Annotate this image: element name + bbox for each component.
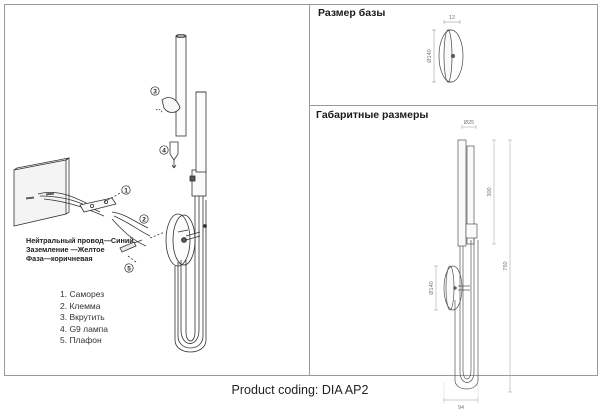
hand-screw-in	[161, 97, 181, 113]
step-5-number: 5	[127, 266, 131, 273]
exploded-shade	[175, 35, 187, 137]
step-4-number: 4	[162, 148, 166, 155]
wall-screw-right	[45, 192, 55, 196]
g9-bulb	[169, 141, 179, 161]
step-5-circle	[124, 263, 134, 273]
base-width-label: 12	[449, 15, 455, 21]
step-4-circle	[159, 145, 169, 155]
wiring-neutral: Нейтральный провод—Синий	[26, 236, 134, 245]
step-3-circle	[150, 86, 160, 96]
parts-list: 1. Саморез 2. Клемма 3. Вкрутить 4. G9 л…	[60, 289, 108, 347]
wall-screw-left	[25, 196, 35, 200]
overall-dimensions-title: Габаритные размеры	[316, 109, 429, 121]
base-diameter-label: Ø140	[427, 49, 433, 62]
shade-height-label: 300	[487, 187, 493, 196]
wiring-legend: Нейтральный провод—Синий Заземление —Жел…	[26, 236, 134, 263]
step-3-number: 3	[153, 89, 157, 96]
base-diameter-dim-label: Ø140	[429, 281, 435, 294]
overall-dimensions-panel	[309, 105, 598, 376]
parts-list-item: 3. Вкрутить	[60, 312, 105, 322]
mounting-bracket	[79, 197, 117, 213]
parts-list-item: 4. G9 лампа	[60, 323, 109, 334]
top-diameter-label: Ø25	[464, 120, 474, 126]
parts-list-item: 2. Клемма	[60, 300, 101, 311]
product-coding: Product coding: DIA AP2	[231, 383, 369, 397]
assembly-screw	[119, 241, 137, 253]
parts-list-item: 5. Плафон	[60, 335, 102, 345]
parts-list-item: 1. Саморез	[60, 289, 105, 299]
base-size-title: Размер базы	[318, 7, 386, 19]
step-2-circle	[139, 214, 149, 224]
lamp-u-tube	[180, 180, 200, 344]
wiring-ground: Заземление —Желтое	[26, 245, 105, 254]
width-label: 94	[458, 405, 464, 411]
step-1-circle	[121, 185, 131, 195]
step-2-number: 2	[142, 217, 146, 224]
step-1-number: 1	[124, 188, 128, 195]
total-height-label: 750	[503, 261, 509, 270]
wiring-phase: Фаза—коричневая	[26, 254, 93, 263]
